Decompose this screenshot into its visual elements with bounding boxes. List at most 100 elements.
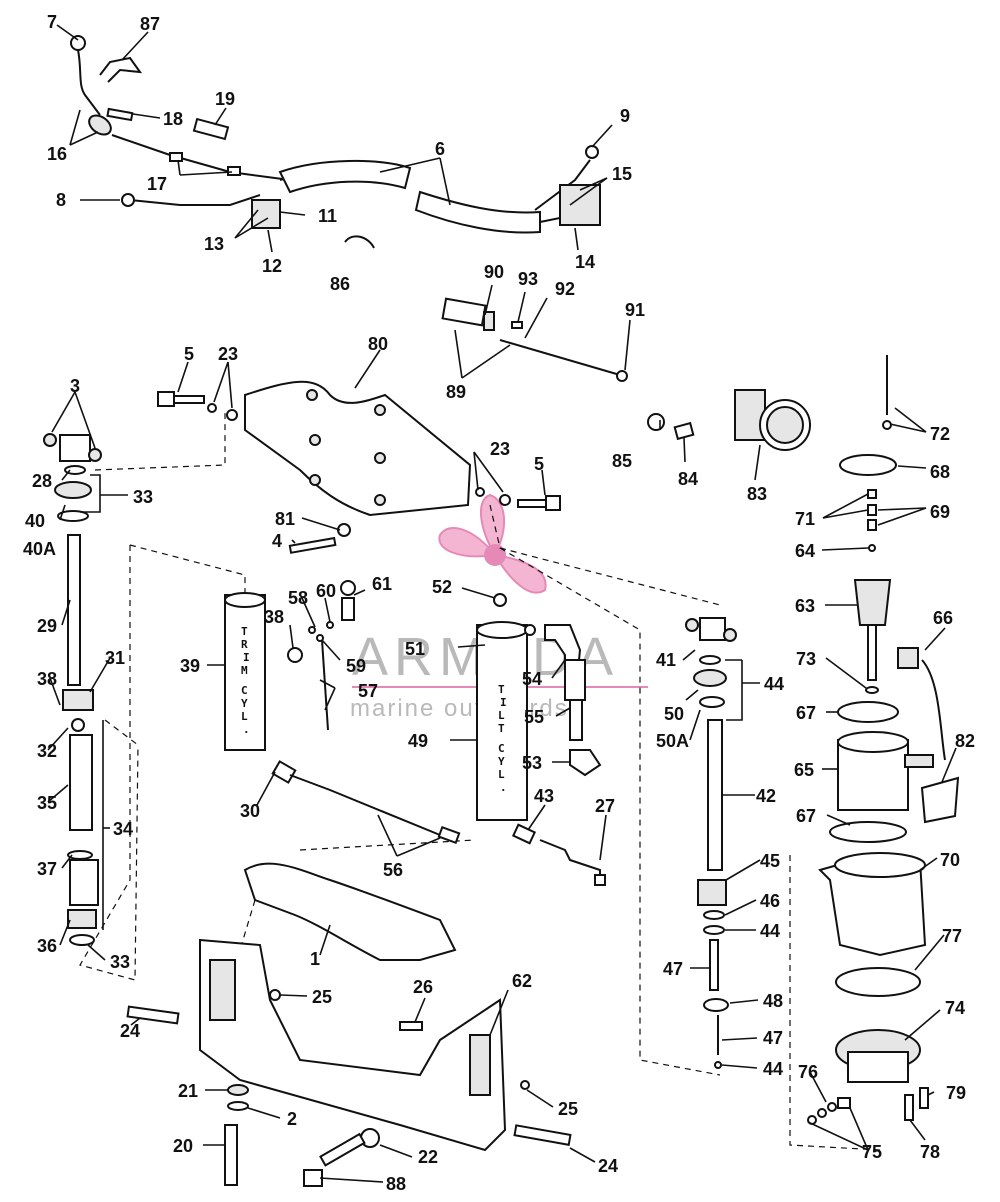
callout-36: 36 [37,936,57,956]
callout-91: 91 [625,300,645,320]
callout-24a: 24 [120,1021,140,1041]
tilt-cylinder: T I L T C Y L . [476,621,528,821]
callout-27: 27 [595,796,615,816]
callout-20: 20 [173,1136,193,1156]
callout-73: 73 [796,649,816,669]
svg-text:I: I [243,651,250,664]
callout-40a: 40A [23,539,56,559]
callout-leaders [47,24,957,1183]
callout-52: 52 [432,577,452,597]
callout-48: 48 [763,991,783,1011]
callout-92: 92 [555,279,575,299]
trim-valves [287,580,356,731]
propeller-logo-icon [438,493,547,594]
callout-59: 59 [346,656,366,676]
callout-43: 43 [534,786,554,806]
callout-85: 85 [612,451,632,471]
callout-13: 13 [204,234,224,254]
callout-labels: 7 87 18 19 16 17 9 6 15 8 11 13 12 14 86… [23,12,975,1194]
callout-18: 18 [163,109,183,129]
svg-text:L: L [241,710,248,723]
callout-69: 69 [930,502,950,522]
callout-22: 22 [418,1147,438,1167]
callout-55: 55 [524,707,544,727]
svg-text:T: T [498,683,505,696]
callout-21: 21 [178,1081,198,1101]
callout-80: 80 [368,334,388,354]
callout-75: 75 [862,1142,882,1162]
trim-sender-assembly [441,297,628,382]
callout-64: 64 [795,541,815,561]
callout-38a: 38 [264,607,284,627]
callout-4: 4 [272,531,282,551]
callout-77: 77 [942,926,962,946]
callout-66: 66 [933,608,953,628]
callout-70: 70 [940,850,960,870]
callout-9: 9 [620,106,630,126]
callout-6: 6 [435,139,445,159]
callout-58: 58 [288,588,308,608]
callout-79: 79 [946,1083,966,1103]
stern-bracket [199,862,530,1152]
callout-23b: 23 [490,439,510,459]
callout-26: 26 [413,977,433,997]
callout-3a: 3 [70,376,80,396]
callout-86: 86 [330,274,350,294]
callout-1: 1 [310,949,320,969]
callout-54: 54 [522,669,542,689]
callout-2: 2 [287,1109,297,1129]
svg-text:T: T [498,722,505,735]
trim-cylinder: T R I M C Y L . [224,592,266,751]
callout-62: 62 [512,971,532,991]
callout-41: 41 [656,650,676,670]
callout-16: 16 [47,144,67,164]
right-tilt-rod-assembly [685,617,737,1069]
callout-60: 60 [316,581,336,601]
svg-text:M: M [241,664,248,677]
left-tilt-rod-assembly [43,433,102,946]
callout-51: 51 [405,639,425,659]
callout-72: 72 [930,424,950,444]
callout-24b: 24 [598,1156,618,1176]
callout-25b: 25 [558,1099,578,1119]
callout-32: 32 [37,741,57,761]
callout-71: 71 [795,509,815,529]
callout-42: 42 [756,786,776,806]
callout-17: 17 [147,174,167,194]
callout-33b: 33 [110,952,130,972]
callout-40: 40 [25,511,45,531]
svg-text:Y: Y [241,697,248,710]
callout-47b: 47 [763,1028,783,1048]
callout-87: 87 [140,14,160,34]
callout-49: 49 [408,731,428,751]
svg-text:R: R [241,638,248,651]
callout-53: 53 [522,753,542,773]
callout-81: 81 [275,509,295,529]
cover-bracket [244,380,472,517]
callout-45: 45 [760,851,780,871]
svg-text:Y: Y [498,755,505,768]
callout-84: 84 [678,469,698,489]
watermark-tagline: marine outboards [350,695,569,722]
callout-89: 89 [446,382,466,402]
callout-44b: 44 [760,921,780,941]
callout-50: 50 [664,704,684,724]
callout-29: 29 [37,616,57,636]
callout-14: 14 [575,252,595,272]
trim-gauge [647,389,811,451]
wiring-harness [70,35,601,249]
callout-74: 74 [945,998,965,1018]
callout-67b: 67 [796,806,816,826]
svg-text:I: I [500,696,507,709]
callout-38b: 38 [37,669,57,689]
callout-47a: 47 [663,959,683,979]
callout-67a: 67 [796,703,816,723]
callout-30: 30 [240,801,260,821]
callout-44c: 44 [763,1059,783,1079]
svg-text:T: T [241,625,248,638]
callout-35: 35 [37,793,57,813]
callout-61: 61 [372,574,392,594]
callout-88: 88 [386,1174,406,1194]
callout-33a: 33 [133,487,153,507]
